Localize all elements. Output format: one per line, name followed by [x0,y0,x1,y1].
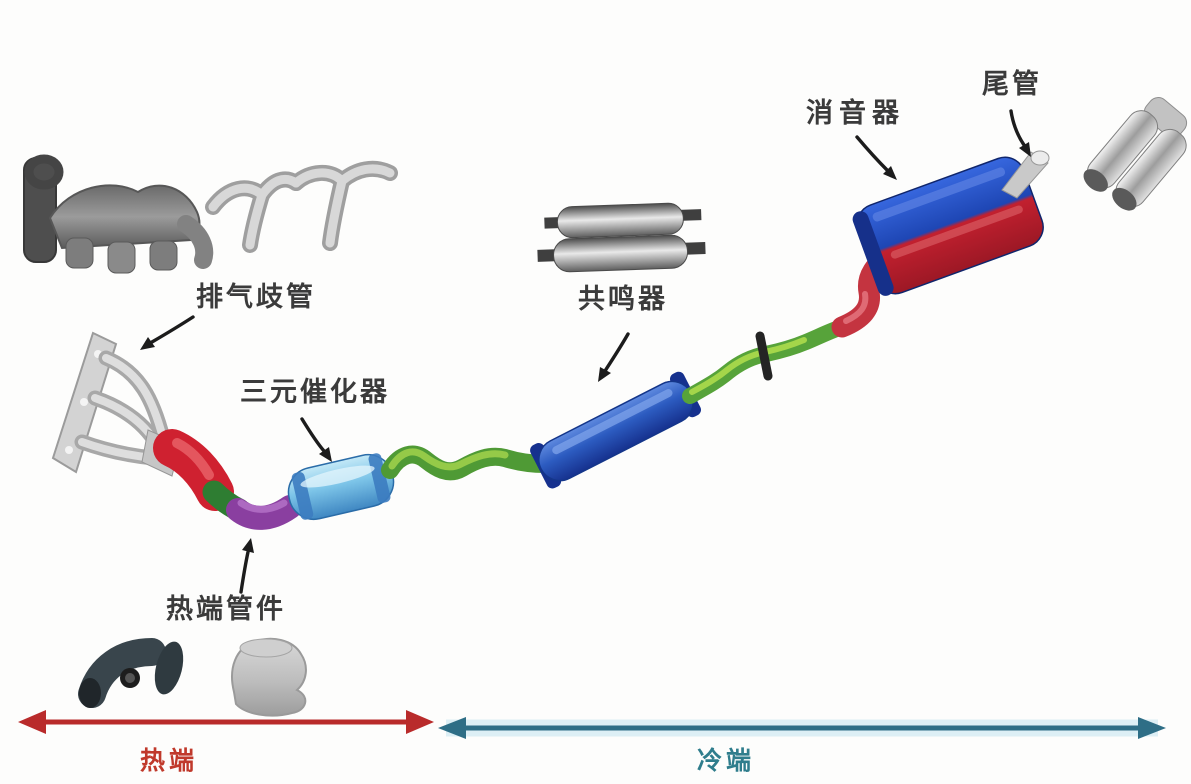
pipe-hanger [755,331,773,381]
pointer-arrows [140,109,1031,594]
tubular-header-photo [205,160,398,253]
muffler-on-assembly [852,156,1044,296]
label-cold-end-zone: 冷端 [697,747,756,775]
cast-manifold-photo [23,154,214,274]
hot-end-arrow [18,710,434,734]
resonator-photo [537,202,706,273]
exhaust-assembly [51,150,1050,530]
label-exhaust-manifold: 排气歧管 [196,282,316,312]
label-resonator: 共鸣器 [578,284,668,314]
catalytic-converter [287,453,395,521]
label-hot-end-fittings: 热端管件 [166,594,286,624]
label-catalytic-converter: 三元催化器 [240,377,390,407]
label-tailpipe: 尾管 [982,69,1042,99]
tailpipe-photo [1083,97,1188,211]
hot-end-elbow [226,495,302,530]
label-hot-end-zone: 热端 [140,747,199,775]
resonator-on-assembly [530,371,701,489]
cold-end-arrow [438,717,1166,739]
tailpipe-on-assembly [1001,150,1050,199]
hot-end-fitting-photos [78,637,307,717]
label-muffler: 消音器 [806,98,905,128]
